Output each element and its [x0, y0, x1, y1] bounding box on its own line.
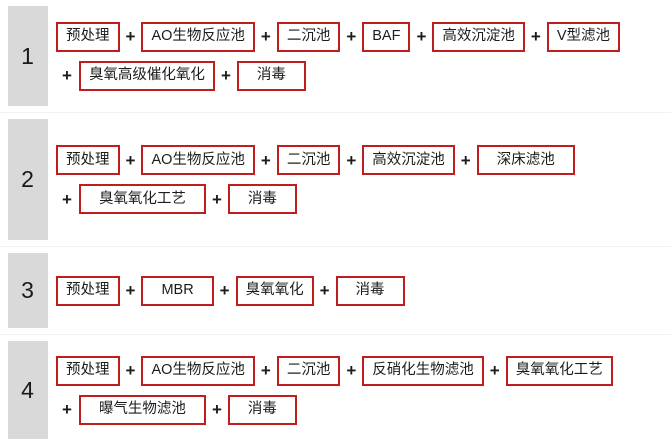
- process-chain-line: 预处理 + MBR + 臭氧氧化 + 消毒: [56, 275, 671, 306]
- process-step-box: AO生物反应池: [141, 21, 255, 52]
- scheme-index-cell: 3: [0, 247, 50, 334]
- process-step-box: 反硝化生物滤池: [362, 355, 484, 386]
- scheme-index-cell: 1: [0, 0, 50, 112]
- process-chain-line: 预处理+AO生物反应池+二沉池+高效沉淀池+深床滤池: [56, 145, 671, 175]
- process-chain-line: 预处理 + AO生物反应池 + 二沉池 + 反硝化生物滤池 + 臭氧氧化工艺: [56, 355, 671, 386]
- process-step-box: 消毒: [335, 275, 405, 306]
- process-chain-line: + 曝气生物滤池 + 消毒: [56, 394, 671, 425]
- plus-connector-icon: +: [211, 400, 222, 419]
- plus-connector-icon: +: [125, 281, 136, 300]
- scheme-row: 4 预处理 + AO生物反应池 + 二沉池 + 反硝化生物滤池 + 臭氧氧化工艺 + 曝气生物滤池 + 消…: [0, 334, 671, 445]
- process-step-box: 消毒: [227, 394, 297, 425]
- scheme-row: 1 预处理 + AO生物反应池 + 二沉池 + BAF + 高效沉淀池 + V型滤池 + 臭氧高级催化氧化…: [0, 0, 671, 112]
- plus-connector-icon: +: [125, 27, 136, 46]
- plus-connector-icon: +: [460, 150, 471, 170]
- plus-connector-icon: +: [530, 27, 541, 46]
- plus-connector-icon: +: [220, 66, 231, 85]
- process-chain-line: 预处理 + AO生物反应池 + 二沉池 + BAF + 高效沉淀池 + V型滤池: [56, 21, 671, 52]
- plus-connector-icon: +: [489, 361, 500, 380]
- process-step-box: 深床滤池: [476, 145, 575, 175]
- plus-connector-icon: +: [62, 189, 72, 209]
- plus-connector-icon: +: [219, 281, 230, 300]
- process-chain-line: +臭氧氧化工艺+消毒: [56, 184, 671, 214]
- scheme-index-number: 1: [7, 6, 48, 106]
- plus-connector-icon: +: [346, 150, 357, 170]
- process-step-box: 预处理: [56, 21, 120, 52]
- process-step-box: 臭氧氧化: [235, 275, 314, 306]
- process-step-box: 高效沉淀池: [362, 145, 455, 175]
- process-step-box: V型滤池: [546, 21, 621, 52]
- process-step-box: 二沉池: [276, 21, 341, 52]
- plus-connector-icon: +: [125, 150, 136, 170]
- scheme-index-cell: 4: [0, 335, 50, 445]
- process-step-box: MBR: [141, 275, 214, 306]
- plus-connector-icon: +: [62, 400, 72, 419]
- process-chain: 预处理+AO生物反应池+二沉池+高效沉淀池+深床滤池+臭氧氧化工艺+消毒: [50, 113, 671, 246]
- process-step-box: BAF: [362, 21, 411, 52]
- process-step-box: 二沉池: [276, 355, 341, 386]
- process-step-box: 预处理: [56, 145, 120, 175]
- scheme-index-number: 3: [7, 253, 48, 328]
- scheme-index-cell: 2: [0, 113, 50, 246]
- plus-connector-icon: +: [319, 281, 330, 300]
- process-chain: 预处理 + AO生物反应池 + 二沉池 + 反硝化生物滤池 + 臭氧氧化工艺 + 曝气生物滤池 + 消毒: [50, 335, 671, 445]
- plus-connector-icon: +: [62, 66, 72, 85]
- process-chain-line: + 臭氧高级催化氧化 + 消毒: [56, 60, 671, 91]
- plus-connector-icon: +: [260, 361, 271, 380]
- process-chain: 预处理 + MBR + 臭氧氧化 + 消毒: [50, 247, 671, 334]
- process-step-box: 高效沉淀池: [432, 21, 525, 52]
- process-step-box: 预处理: [56, 275, 120, 306]
- process-step-box: 消毒: [236, 60, 306, 91]
- scheme-index-number: 4: [7, 341, 48, 439]
- process-step-box: 臭氧高级催化氧化: [78, 60, 215, 91]
- plus-connector-icon: +: [211, 189, 222, 209]
- scheme-row: 3 预处理 + MBR + 臭氧氧化 + 消毒: [0, 246, 671, 334]
- plus-connector-icon: +: [346, 361, 357, 380]
- process-step-box: 预处理: [56, 355, 120, 386]
- process-chain: 预处理+AO生物反应池+二沉池+BAF+高效沉淀池+V型滤池+臭氧高级催化氧化+…: [50, 0, 671, 112]
- plus-connector-icon: +: [260, 27, 271, 46]
- process-step-box: AO生物反应池: [141, 355, 255, 386]
- process-step-box: 臭氧氧化工艺: [505, 355, 613, 386]
- process-step-box: 二沉池: [276, 145, 341, 175]
- plus-connector-icon: +: [346, 27, 357, 46]
- process-step-box: AO生物反应池: [141, 145, 255, 175]
- plus-connector-icon: +: [125, 361, 136, 380]
- plus-connector-icon: +: [260, 150, 271, 170]
- process-step-box: 曝气生物滤池: [78, 394, 206, 425]
- scheme-index-number: 2: [7, 119, 48, 240]
- plus-connector-icon: +: [416, 27, 427, 46]
- process-step-box: 消毒: [227, 184, 297, 214]
- process-step-box: 臭氧氧化工艺: [78, 184, 206, 214]
